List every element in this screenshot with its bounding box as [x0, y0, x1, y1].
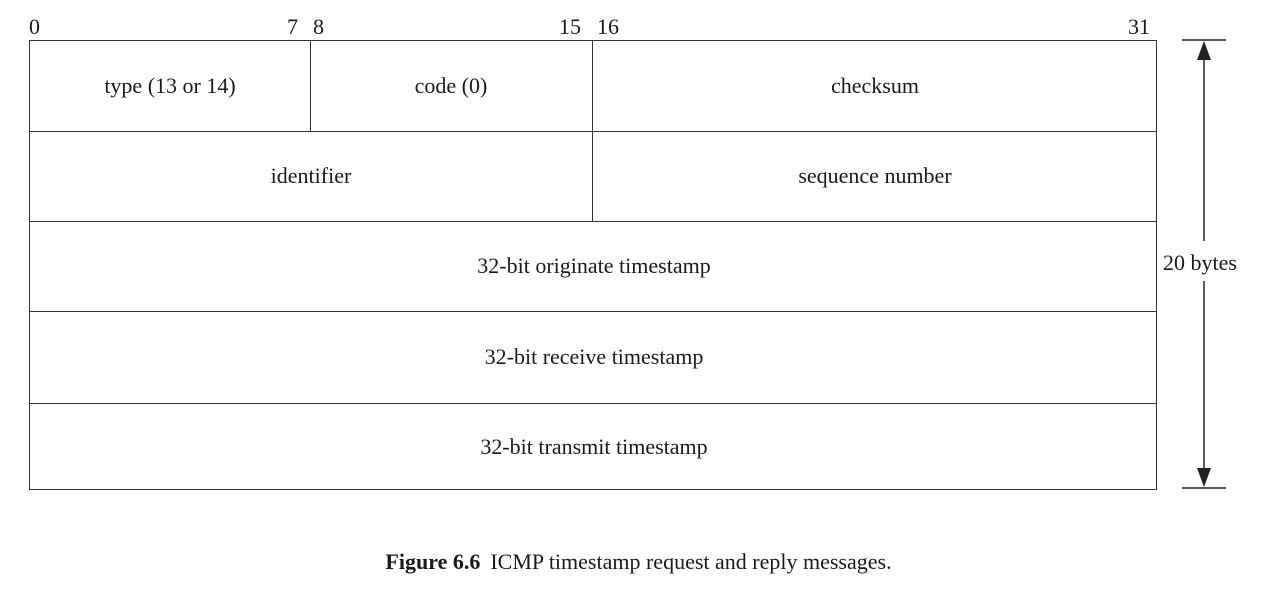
receive-timestamp-field: 32-bit receive timestamp: [484, 344, 704, 369]
row-divider: [30, 221, 1156, 222]
size-label: 20 bytes: [1163, 250, 1237, 275]
row-divider: [30, 131, 1156, 132]
bit-label-16: 16: [597, 14, 619, 39]
row-divider: [30, 403, 1156, 404]
figure-number: Figure 6.6: [385, 549, 481, 574]
code-field: code (0): [414, 73, 488, 98]
bit-label-0: 0: [29, 14, 40, 39]
transmit-timestamp-field: 32-bit transmit timestamp: [480, 434, 708, 459]
column-divider: [310, 41, 311, 131]
bit-label-15: 15: [559, 14, 581, 39]
sequence-number-field: sequence number: [798, 163, 952, 188]
bit-label-8: 8: [313, 14, 324, 39]
row-divider: [30, 311, 1156, 312]
bit-label-31: 31: [1128, 14, 1150, 39]
caption-text: ICMP timestamp request and reply message…: [490, 549, 892, 574]
size-arrow: [1182, 39, 1226, 489]
bit-label-7: 7: [287, 14, 298, 39]
checksum-field: checksum: [831, 73, 919, 98]
figure-caption: Figure 6.6 ICMP timestamp request and rep…: [0, 549, 1277, 575]
column-divider: [592, 41, 593, 221]
type-field: type (13 or 14): [104, 73, 236, 98]
arrow-up-icon: [1197, 41, 1211, 60]
identifier-field: identifier: [270, 163, 352, 188]
arrow-down-icon: [1197, 468, 1211, 487]
originate-timestamp-field: 32-bit originate timestamp: [477, 253, 711, 278]
icmp-timestamp-packet: type (13 or 14) code (0) checksum identi…: [29, 40, 1157, 490]
